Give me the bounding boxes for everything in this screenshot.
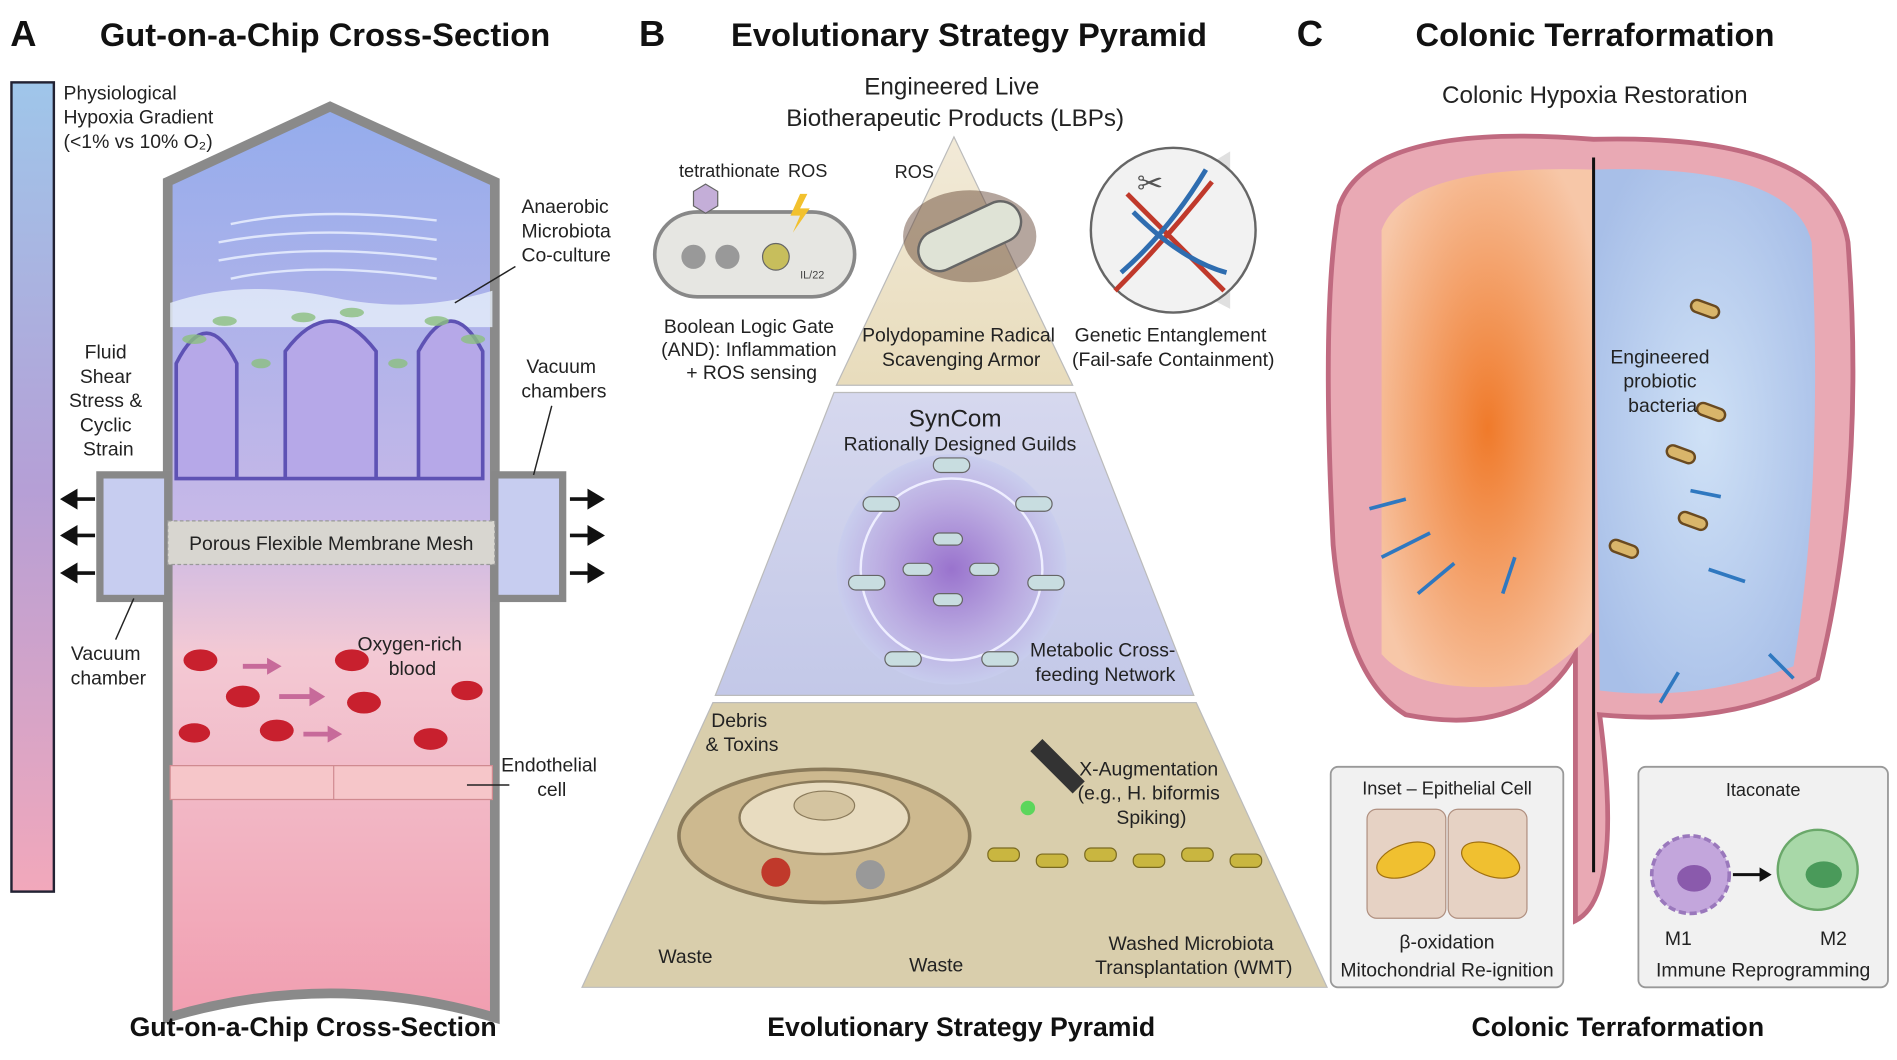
panel-b-letter: B [639,13,665,54]
panel-c-footer: Colonic Terraformation [1472,1012,1765,1042]
flow-arrows [242,657,343,743]
syncom-subtitle: Rationally Designed Guilds [844,434,1077,456]
panel-b-title: Evolutionary Strategy Pyramid [731,16,1207,53]
syncom-title: SynCom [909,405,1002,432]
x-augmentation-label: X-Augmentation (e.g., H. biformis Spikin… [1078,758,1226,828]
panel-c-letter: C [1297,13,1323,54]
vacuum-chamber-label: Vacuum chamber [71,643,147,689]
gradient-label: Physiological Hypoxia Gradient (<1% vs 1… [64,82,219,152]
m2-label: M2 [1820,928,1847,950]
lightning-icon [790,193,810,233]
vacuum-chamber-right [491,471,567,603]
anaerobic-label: Anaerobic Microbiota Co-culture [521,196,616,266]
inset1-title: Inset – Epithelial Cell [1362,779,1532,799]
lbp-title: Engineered Live Biotherapeutic Products … [786,73,1124,131]
fluid-shear-label: Fluid Shear Stress & Cyclic Strain [69,342,148,461]
inset1-beta-oxidation: β-oxidation [1399,932,1494,954]
m1-label: M1 [1665,928,1692,950]
vacuum-chamber-left [96,471,172,603]
tetrathionate-icon [692,183,719,214]
villi [174,319,485,481]
enzyme-icon [761,242,790,271]
dropper-icon [1030,738,1085,794]
hypoxia-gradient-bar [10,81,56,893]
vacuum-arrows [60,488,605,584]
ros-label-1: ROS [788,161,827,181]
tetrathionate-label: tetrathionate [679,161,780,181]
scissors-icon: ✂ [1137,165,1163,201]
panel-c-subtitle: Colonic Hypoxia Restoration [1442,82,1748,109]
armored-bacterium [917,200,1023,273]
inset1-caption: Mitochondrial Re-ignition [1340,959,1553,981]
il22-label: IL/22 [800,270,824,282]
inset2-title: Itaconate [1726,780,1801,800]
panel-a-footer: Gut-on-a-Chip Cross-Section [130,1012,497,1042]
panel-a-letter: A [10,13,36,54]
waste-label-1: Waste [658,946,712,968]
microbiota [182,307,486,369]
debris-label: Debris & Toxins [706,710,779,756]
crossfeeding-label: Metabolic Cross- feeding Network [1030,640,1181,686]
wmt-label: Washed Microbiota Transplantation (WMT) [1095,933,1292,979]
probiotic-label: Engineered probiotic bacteria [1610,346,1715,416]
probiotic-bacteria [1608,298,1727,559]
waste-label-2: Waste [909,955,963,977]
panel-b: B Evolutionary Strategy Pyramid Engineer… [581,13,1329,1042]
blood-label: Oxygen-rich blood [358,634,468,680]
mitochondrion-icon [1376,841,1436,879]
membrane [167,520,496,566]
syncom-bacteria [847,457,1065,667]
mitochondrion-icon [1461,841,1521,879]
inset2-caption: Immune Reprogramming [1656,959,1870,981]
membrane-label: Porous Flexible Membrane Mesh [189,533,473,555]
red-blood-cells [178,649,483,750]
vacuum-chambers-label: Vacuum chambers [521,356,606,402]
panel-a: A Gut-on-a-Chip Cross-Section Physiologi… [10,13,616,1042]
flow-lines [218,212,437,280]
inflamed-colon-half [1381,169,1594,688]
oxygen-arrows [1369,488,1795,704]
panel-c-title: Colonic Terraformation [1416,16,1775,53]
panel-c: C Colonic Terraformation Colonic Hypoxia… [1297,13,1889,1042]
entanglement-label: Genetic Entanglement (Fail-safe Containm… [1072,325,1274,371]
armor-label: Polydopamine Radical Scavenging Armor [862,325,1060,371]
endothelial-cells [169,765,494,801]
panel-b-footer: Evolutionary Strategy Pyramid [767,1012,1155,1042]
logic-gate-label: Boolean Logic Gate (AND): Inflammation +… [661,316,842,384]
restored-colon-half [1593,169,1816,694]
washed-microbiota [987,847,1263,868]
syncom-network [836,454,1067,685]
ros-label-2: ROS [895,162,934,182]
logic-gate-cell [652,210,857,299]
toxin-icon [761,857,791,887]
inset-epithelial-cell [1329,765,1565,989]
endothelial-label: Endothelial cell [501,755,602,801]
panel-a-title: Gut-on-a-Chip Cross-Section [100,16,550,53]
